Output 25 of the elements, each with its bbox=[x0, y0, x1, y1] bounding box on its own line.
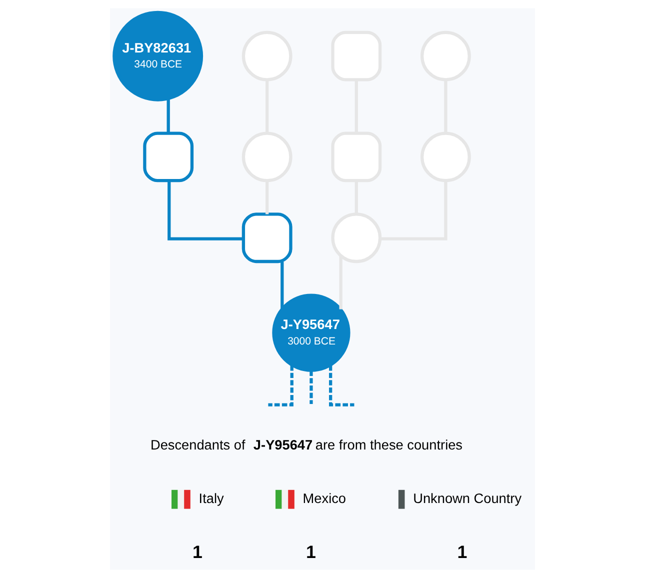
connector bbox=[280, 262, 284, 309]
label: 1 bbox=[457, 542, 468, 562]
connector bbox=[380, 180, 448, 240]
node-circle bbox=[420, 132, 471, 182]
label: 1 bbox=[192, 542, 202, 562]
node-box bbox=[242, 212, 292, 264]
connector bbox=[268, 365, 294, 406]
label: Mexico bbox=[302, 490, 346, 506]
connector bbox=[166, 98, 170, 134]
node-box bbox=[143, 132, 194, 182]
label: Italy bbox=[198, 490, 224, 506]
label: Descendants of J-Y95647 are from these countries bbox=[150, 437, 463, 452]
node-circle: J-BY82631 3400 BCE bbox=[112, 10, 204, 102]
connector bbox=[168, 180, 244, 240]
connector bbox=[310, 370, 313, 404]
node-circle bbox=[242, 30, 292, 82]
node-circle bbox=[331, 212, 382, 264]
node-box bbox=[331, 30, 382, 82]
label: Unknown Country bbox=[413, 490, 522, 506]
node-circle: J-Y95647 3000 BCE bbox=[272, 294, 350, 372]
node-circle bbox=[420, 30, 471, 82]
node-circle bbox=[242, 132, 292, 182]
node-box bbox=[331, 132, 382, 182]
label: 1 bbox=[306, 542, 316, 562]
connector bbox=[329, 365, 354, 406]
